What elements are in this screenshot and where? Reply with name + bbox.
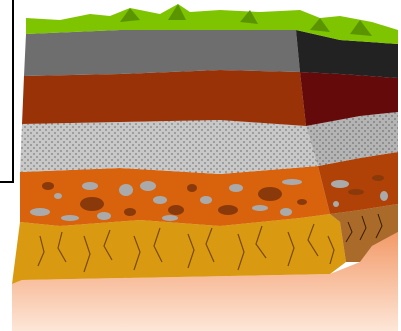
gray-topsoil-layer bbox=[24, 30, 300, 76]
red-clay-layer bbox=[22, 70, 306, 126]
speckled-silt-layer bbox=[20, 120, 318, 174]
